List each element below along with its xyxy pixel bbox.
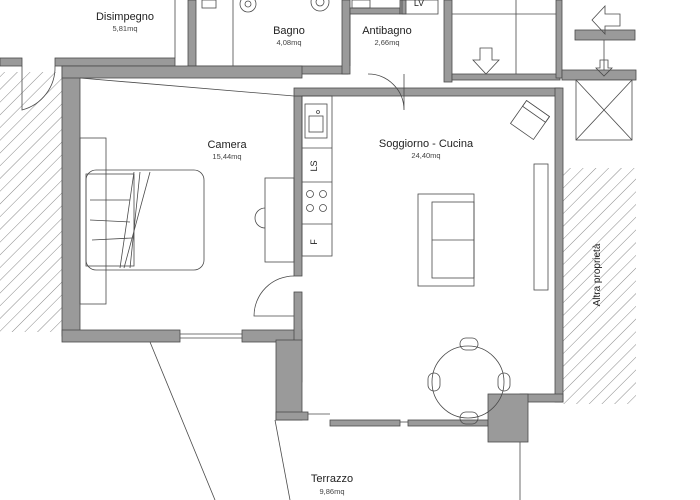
room-name: Soggiorno - Cucina <box>379 138 474 150</box>
room-area: 9,86mq <box>319 487 344 496</box>
desk <box>254 177 295 263</box>
room-name: Terrazzo <box>311 473 353 485</box>
room-name: Camera <box>207 139 247 151</box>
label-lavatrice: LV <box>414 0 424 8</box>
walls <box>0 0 637 443</box>
label-lavastoviglie: LS <box>309 160 319 171</box>
living-furniture <box>417 99 551 425</box>
thin-lines <box>79 0 556 500</box>
hatch-altra-proprieta <box>563 168 636 404</box>
room-antibagno: Antibagno 2,66mq <box>362 25 412 47</box>
kitchen <box>301 95 333 257</box>
bed <box>79 137 205 305</box>
room-area: 2,66mq <box>374 38 399 47</box>
room-terrazzo: Terrazzo 9,86mq <box>311 473 353 496</box>
room-area: 15,44mq <box>212 152 241 161</box>
label-altra-proprieta: Altra proprietà <box>592 243 603 306</box>
room-disimpegno: Disimpegno 5,81mq <box>96 11 154 33</box>
room-bagno: Bagno 4,08mq <box>273 25 305 47</box>
room-name: Disimpegno <box>96 11 154 23</box>
room-soggiorno-cucina: Soggiorno - Cucina 24,40mq <box>379 138 474 160</box>
arrow-down-icon <box>595 59 613 77</box>
room-name: Antibagno <box>362 25 412 37</box>
room-area: 4,08mq <box>276 38 301 47</box>
arrow-left-icon <box>591 4 621 36</box>
bagno-fixtures <box>201 0 439 15</box>
room-name: Bagno <box>273 25 305 37</box>
label-frigo: F <box>309 239 319 245</box>
hatch-left <box>0 72 62 332</box>
room-area: 24,40mq <box>411 151 440 160</box>
doors <box>21 65 405 317</box>
room-camera: Camera 15,44mq <box>207 139 247 161</box>
room-area: 5,81mq <box>112 24 137 33</box>
altra-proprieta-structure <box>575 40 633 141</box>
entry-arrow-icon <box>472 47 500 75</box>
